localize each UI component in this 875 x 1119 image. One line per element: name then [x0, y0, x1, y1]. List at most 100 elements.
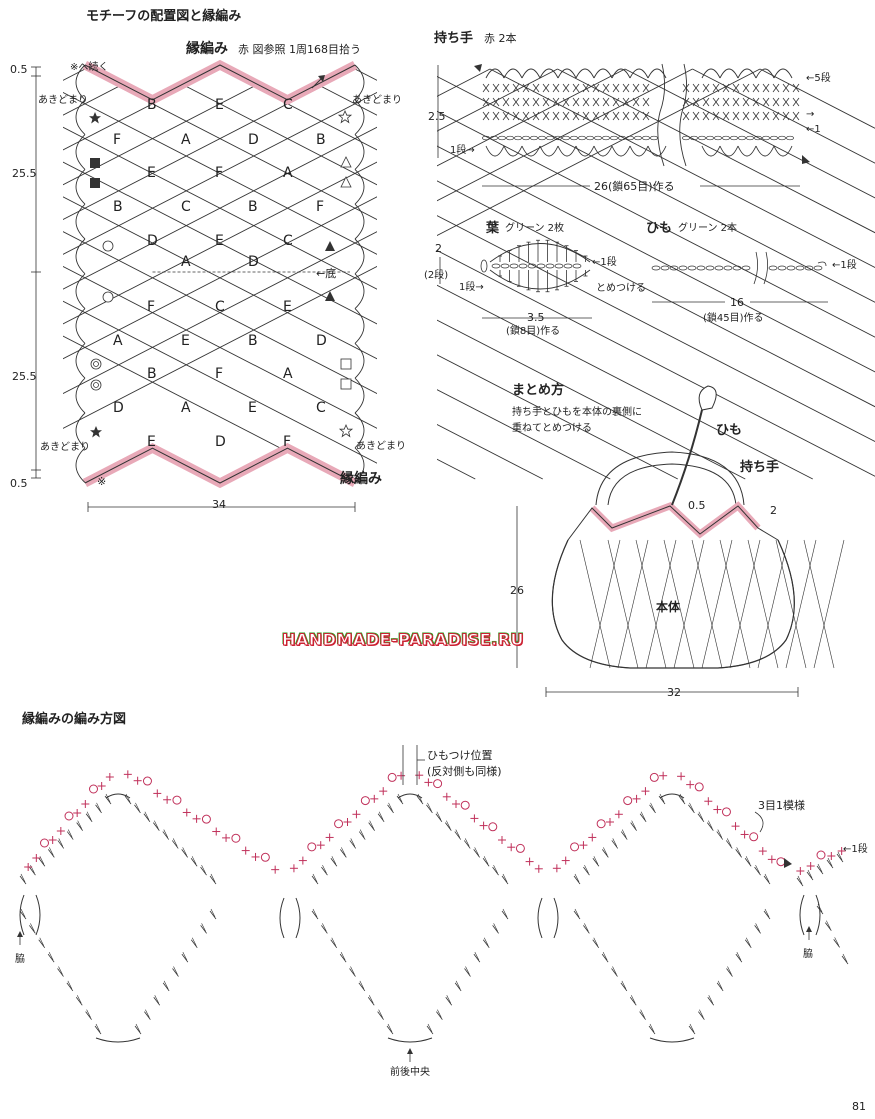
leaf-chain — [510, 264, 518, 268]
akidomari-bottom-left: あきどまり — [40, 443, 90, 453]
cord-chain — [787, 266, 795, 270]
border-inner-stitch — [650, 805, 656, 813]
side-oval — [554, 898, 558, 938]
border-inner-stitch — [96, 805, 102, 813]
side-scallop — [76, 239, 85, 274]
border-lower-stitch — [210, 911, 216, 919]
handle-chain — [650, 136, 657, 140]
border-lower-stitch — [465, 969, 471, 977]
border-inner-stitch — [350, 840, 356, 848]
border-inner-stitch — [172, 840, 178, 848]
pink-picot — [41, 839, 49, 847]
handle-scallop-bottom — [576, 146, 594, 156]
border-inner-stitch — [321, 867, 327, 875]
bag-leaf — [699, 386, 716, 410]
cord-chain — [688, 266, 696, 270]
border-lower-stitch — [378, 1012, 384, 1020]
leaf-rows-note: (2段) — [424, 271, 448, 281]
double-circle-marker — [91, 359, 101, 369]
handle-scallop-top — [720, 69, 738, 78]
assembly-body-label: 本体 — [656, 601, 680, 613]
handle-chain — [714, 136, 721, 140]
border-lower-stitch — [359, 983, 365, 991]
dim-bottom: 0.5 — [10, 478, 28, 489]
bag-grid — [720, 540, 750, 668]
handle-scallop-bottom — [486, 146, 504, 156]
motif-letter: D — [147, 234, 158, 248]
border-lower-stitch — [20, 911, 26, 919]
handle-scallop-bottom — [702, 146, 720, 156]
border-inner-stitch — [436, 814, 442, 822]
handle-chain — [530, 136, 537, 140]
border-inner-stitch — [201, 867, 207, 875]
leaf-chain — [546, 264, 554, 268]
motif-letter: D — [248, 133, 259, 147]
handle-chain — [762, 136, 769, 140]
motif-letter: C — [283, 234, 293, 248]
border-lower-stitch — [173, 969, 179, 977]
leaf-title: 葉 — [486, 222, 499, 235]
bag-grid — [702, 540, 732, 668]
border-inner-stitch — [698, 814, 704, 822]
border-inner-stitch — [502, 876, 508, 884]
cord-chain — [679, 266, 687, 270]
handle-chain — [746, 136, 753, 140]
border-lower-stitch — [39, 940, 45, 948]
border-inner-stitch — [493, 867, 499, 875]
side-scallop — [76, 309, 85, 344]
cord-chain — [796, 266, 804, 270]
side-scallop — [76, 169, 85, 204]
open-star-marker — [339, 111, 351, 123]
motif-letter: E — [215, 234, 224, 248]
border-lower-stitch — [436, 1012, 442, 1020]
cord-position-note: (反対側も同様) — [427, 766, 502, 777]
side-oval — [280, 898, 284, 938]
dim-width: 34 — [212, 499, 226, 510]
asterisk-mark: ※ — [97, 476, 106, 487]
border-inner-stitch — [77, 823, 83, 831]
pink-picot — [650, 773, 658, 781]
side-scallop — [76, 274, 85, 309]
leaf-chain — [573, 264, 581, 268]
border-inner-stitch — [445, 823, 451, 831]
handle-chain — [522, 136, 529, 140]
cord-chain — [724, 266, 732, 270]
bag-grid — [758, 540, 788, 668]
cord-position: ひもつけ位置 — [427, 750, 493, 761]
bag-grid — [748, 540, 778, 668]
border-lower-stitch — [574, 911, 580, 919]
open-star-marker — [340, 425, 352, 437]
pink-picot — [817, 851, 825, 859]
leaf-chain — [501, 264, 509, 268]
border-inner-stitch — [745, 858, 751, 866]
border-lower-stitch — [612, 969, 618, 977]
motif-letter: A — [283, 367, 293, 381]
handle-chain — [634, 136, 641, 140]
border-inner-stitch — [134, 805, 140, 813]
bag-grid — [730, 540, 760, 668]
motif-letter: A — [181, 133, 191, 147]
akidomari-top-left: あきどまり — [38, 96, 88, 106]
bag-grid — [776, 540, 806, 668]
side-right: 脇 — [803, 950, 813, 960]
side-oval — [36, 895, 40, 935]
motif-letter: B — [316, 133, 326, 147]
handle-chain — [514, 136, 521, 140]
motif-letter: B — [248, 334, 258, 348]
side-scallop — [355, 309, 364, 344]
handle-height: 2.5 — [428, 111, 446, 122]
handle-scallop-bottom — [522, 146, 540, 156]
pink-picot — [722, 808, 730, 816]
side-scallop — [76, 135, 85, 170]
handle-scallop-top — [702, 69, 720, 78]
assembly-note-1: 持ち手とひもを本体の裏側に — [512, 408, 642, 418]
border-note: 赤 図参照 1周168目拾う — [238, 44, 361, 55]
leaf-note: グリーン 2枚 — [505, 224, 564, 234]
handle-chain — [506, 136, 513, 140]
leaf-row1-left: 1段→ — [459, 283, 484, 293]
border-inner-stitch — [144, 814, 150, 822]
handle-row-arrow: → — [806, 110, 814, 120]
handle-scallop-bottom — [756, 146, 774, 156]
arrow-up-head — [806, 926, 812, 932]
